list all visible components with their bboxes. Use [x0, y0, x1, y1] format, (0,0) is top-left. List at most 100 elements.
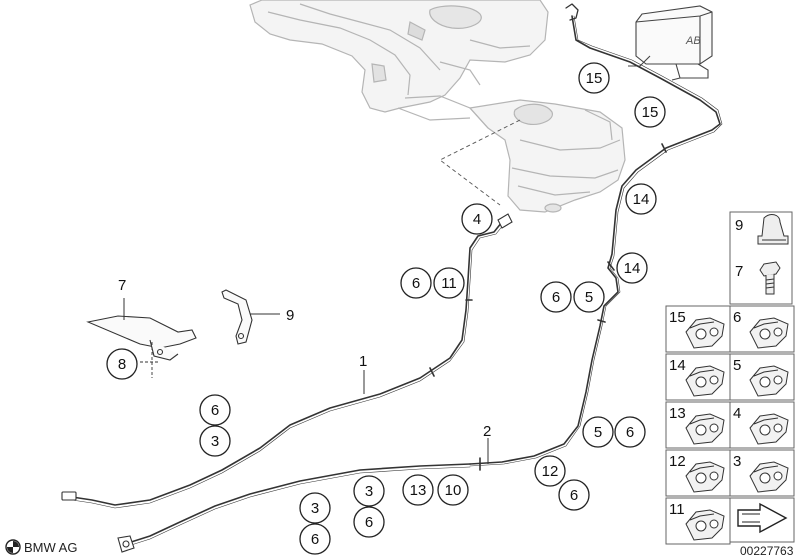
tile-label: 15: [669, 309, 686, 326]
callout-c6c: 6: [199, 394, 231, 426]
callout-c10: 10: [437, 474, 469, 506]
callout-c6g: 6: [353, 506, 385, 538]
tile-label: 3: [733, 453, 741, 470]
callout-circle: [299, 523, 331, 555]
callout-c14b: 14: [616, 252, 648, 284]
callout-c6e: 6: [558, 479, 590, 511]
callout-c6f: 6: [299, 523, 331, 555]
callout-circle: [402, 474, 434, 506]
callout-circle: [578, 62, 610, 94]
clip-tile-15: 15: [665, 305, 731, 353]
callout-number: 5: [594, 424, 602, 441]
label-part-7: 7: [118, 277, 126, 294]
clip-tile-13: 13: [665, 401, 731, 449]
callout-c8: 8: [106, 348, 138, 380]
clip-icon: [685, 317, 725, 349]
parts-panel: 9 7 15 6 14 5 13 4 12 3 11: [665, 211, 795, 545]
tile-label: 13: [669, 405, 686, 422]
callout-circle: [534, 455, 566, 487]
canister-drawing: AB: [628, 5, 713, 81]
callout-circle: [573, 281, 605, 313]
clip-icon: [749, 461, 789, 493]
clip-tile-11: 11: [665, 497, 731, 545]
diagram-number: 00227763: [740, 544, 794, 558]
leader-dashed-tank: [439, 119, 521, 206]
callout-circle: [634, 96, 666, 128]
callout-number: 13: [410, 482, 427, 499]
arrow-icon: [737, 502, 788, 534]
brand-name: BMW AG: [24, 540, 77, 555]
clip-icon: [685, 509, 725, 541]
callout-c4: 4: [461, 203, 493, 235]
callout-number: 6: [365, 514, 373, 531]
callout-number: 15: [586, 70, 603, 87]
callout-number: 6: [211, 402, 219, 419]
callout-number: 6: [412, 275, 420, 292]
callout-number: 14: [633, 191, 650, 208]
callout-number: 10: [445, 482, 462, 499]
tile-label: 14: [669, 357, 686, 374]
leader-8: [140, 342, 160, 378]
callout-circle: [558, 479, 590, 511]
callout-number: 5: [585, 289, 593, 306]
callout-c15a: 15: [578, 62, 610, 94]
callout-circle: [437, 474, 469, 506]
callout-circle: [433, 267, 465, 299]
fuel-tank-drawing: [249, 0, 626, 213]
callout-circle: [199, 394, 231, 426]
bracket-drawing: [221, 289, 253, 345]
callout-circle: [400, 267, 432, 299]
clip-icon: [749, 365, 789, 397]
callout-c6b: 6: [540, 281, 572, 313]
callout-number: 6: [311, 531, 319, 548]
callout-c3b: 3: [299, 492, 331, 524]
callout-circle: [461, 203, 493, 235]
callout-number: 6: [626, 424, 634, 441]
callout-circle: [199, 425, 231, 457]
label-part-1: 1: [359, 353, 367, 370]
callout-number: 4: [473, 211, 481, 228]
callout-circle: [616, 252, 648, 284]
callout-c6a: 6: [400, 267, 432, 299]
callout-c13: 13: [402, 474, 434, 506]
callout-number: 3: [365, 483, 373, 500]
clip-icon: [685, 461, 725, 493]
callout-number: 15: [642, 104, 659, 121]
callout-number: 12: [542, 463, 559, 480]
nut-icon: [757, 214, 789, 245]
tile-label-9: 9: [735, 217, 743, 234]
callout-circle: [582, 416, 614, 448]
clip-tile-3: 3: [729, 449, 795, 497]
clip-tile-6: 6: [729, 305, 795, 353]
callout-circle: [614, 416, 646, 448]
tile-label: 5: [733, 357, 741, 374]
callout-c11: 11: [433, 267, 465, 299]
tile-label-7: 7: [735, 263, 743, 280]
label-part-2: 2: [483, 423, 491, 440]
clip-tile-14: 14: [665, 353, 731, 401]
line-end-fittings: [61, 213, 513, 553]
tile-label: 12: [669, 453, 686, 470]
callout-c3c: 3: [353, 475, 385, 507]
callout-c3a: 3: [199, 425, 231, 457]
callout-number: 6: [552, 289, 560, 306]
clip-tile-4: 4: [729, 401, 795, 449]
callout-c5b: 5: [582, 416, 614, 448]
callout-c14a: 14: [625, 183, 657, 215]
clip-icon: [749, 317, 789, 349]
callout-c5a: 5: [573, 281, 605, 313]
tile-label: 4: [733, 405, 741, 422]
fuel-lines: [71, 3, 723, 547]
clip-icon: [685, 413, 725, 445]
callout-circle: [625, 183, 657, 215]
clip-tile-12: 12: [665, 449, 731, 497]
callout-circle: [540, 281, 572, 313]
callout-circle: [299, 492, 331, 524]
clip-icon: [685, 365, 725, 397]
heat-shield-drawing: [86, 315, 197, 361]
callout-c12: 12: [534, 455, 566, 487]
callout-number: 8: [118, 356, 126, 373]
callout-number: 6: [570, 487, 578, 504]
